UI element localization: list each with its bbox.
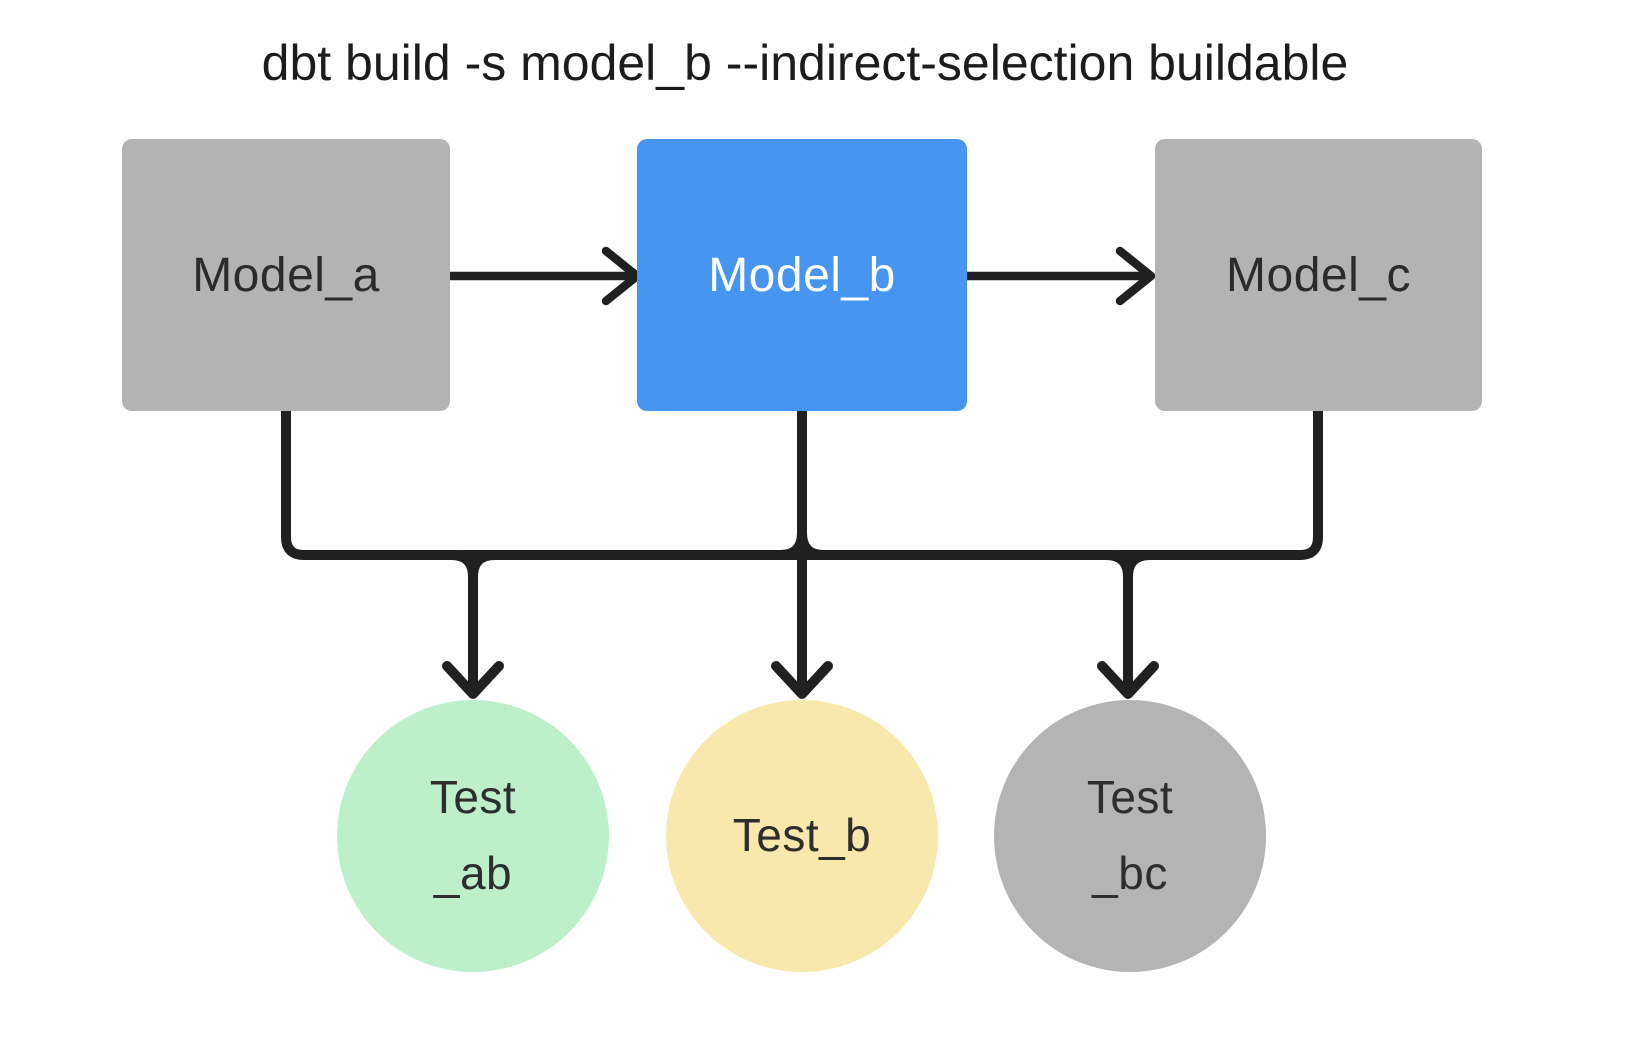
node-test-ab: Test _ab bbox=[337, 700, 609, 972]
arrowhead-model-c bbox=[1115, 246, 1156, 306]
node-test-bc-label-line-2: _bc bbox=[1092, 847, 1168, 899]
junction-fillet-model-b-right bbox=[797, 528, 829, 560]
node-model-c: Model_c bbox=[1155, 139, 1482, 411]
arrowhead-test-b bbox=[771, 661, 833, 699]
node-test-bc: Test _bc bbox=[994, 700, 1266, 972]
junction-fillet-test-ab-right bbox=[468, 550, 500, 582]
node-test-ab-label-line-1: Test bbox=[429, 771, 517, 824]
arrowhead-test-bc bbox=[1097, 661, 1159, 699]
node-test-bc-label-line-1: Test bbox=[1086, 771, 1174, 824]
node-model-c-label: Model_c bbox=[1226, 248, 1411, 302]
node-test-ab-label-line-2: _ab bbox=[433, 847, 513, 899]
node-model-b-label: Model_b bbox=[708, 248, 896, 302]
node-model-a-label: Model_a bbox=[192, 248, 380, 302]
arrowhead-test-ab bbox=[442, 661, 504, 699]
node-model-b: Model_b bbox=[637, 139, 967, 411]
node-test-b: Test_b bbox=[666, 700, 938, 972]
junction-fillet-test-bc-right bbox=[1123, 550, 1155, 582]
diagram-title: dbt build -s model_b --indirect-selectio… bbox=[261, 35, 1349, 91]
node-model-a: Model_a bbox=[122, 139, 450, 411]
node-test-b-label-line-1: Test_b bbox=[732, 809, 872, 862]
